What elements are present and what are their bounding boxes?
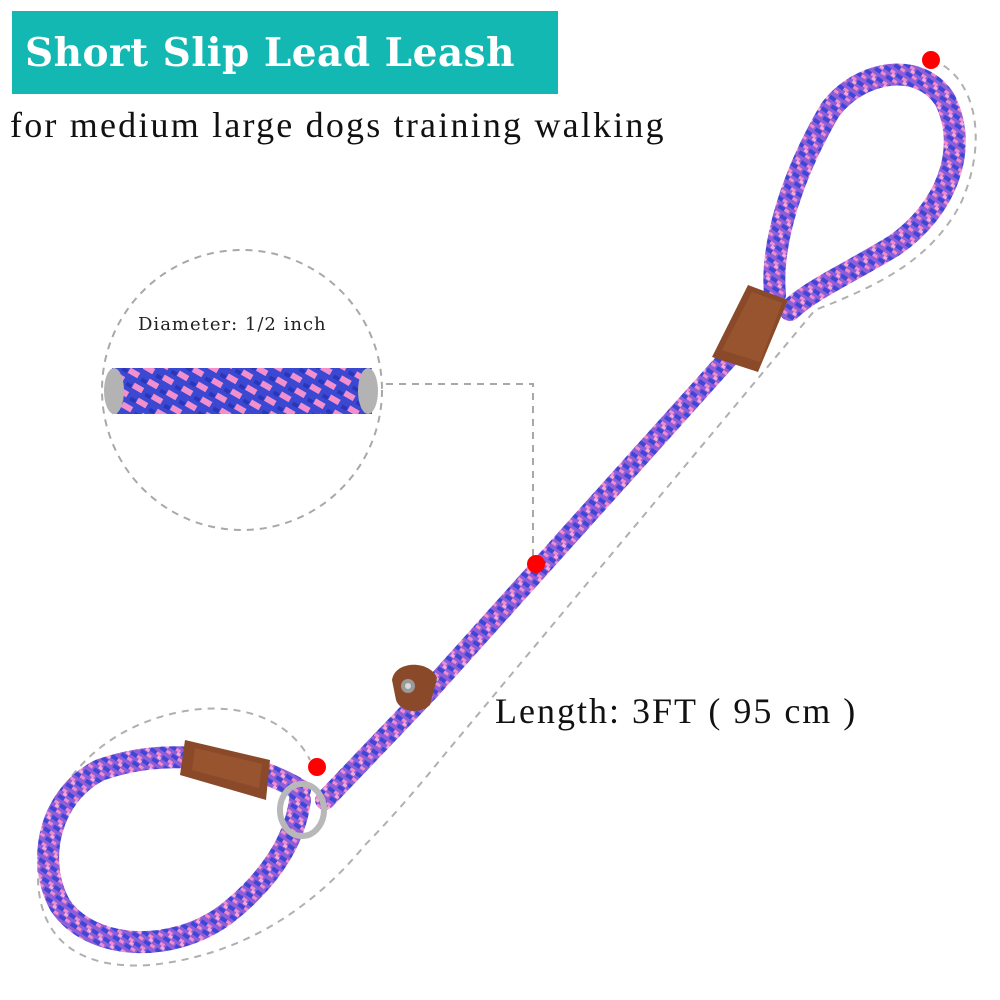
red-dot-marker [527,555,545,573]
title-banner: Short Slip Lead Leash [12,11,558,94]
length-label: Length: 3FT ( 95 cm ) [495,691,858,731]
closeup-dashed-circle [101,249,383,531]
page-title: Short Slip Lead Leash [25,29,515,76]
subtitle: for medium large dogs training walking [10,105,666,145]
slip-loop [37,746,311,954]
metal-o-ring [277,781,327,839]
handle-loop [763,63,966,321]
rope-closeup [104,368,378,414]
leather-tab [392,664,437,712]
red-dot-marker [922,51,940,69]
closeup-guide-line [386,383,534,560]
leash-dashed-outline [36,59,977,967]
red-dot-marker [308,758,326,776]
diameter-label: Diameter: 1/2 inch [138,314,327,335]
